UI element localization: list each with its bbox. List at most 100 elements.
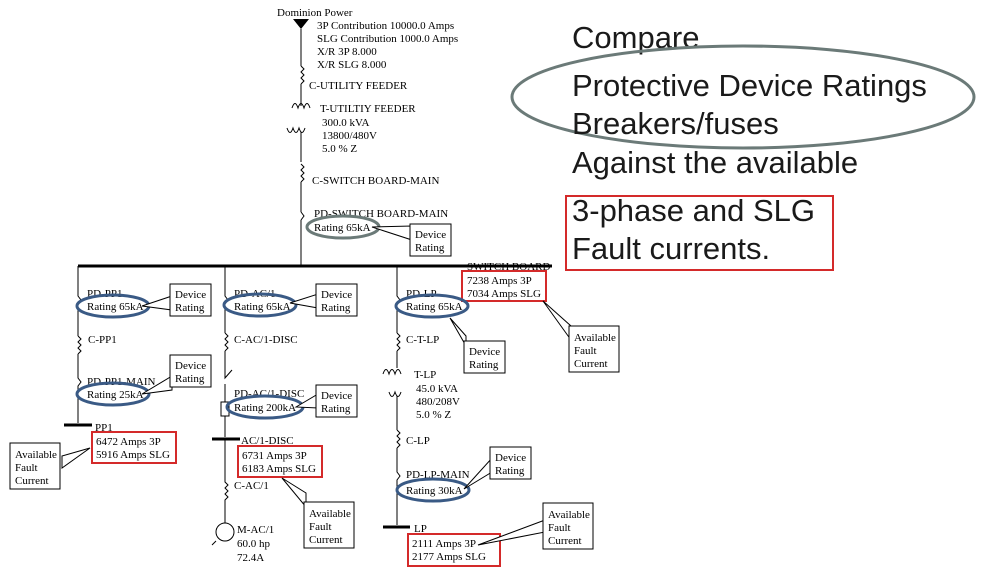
cable-swbd-label: C-SWITCH BOARD-MAIN <box>312 175 439 187</box>
callout-text: Available <box>574 332 616 344</box>
pp1-main-rating: Rating 25kA <box>87 389 144 401</box>
callout-text: Fault <box>574 345 597 357</box>
callout-text: Device <box>321 390 352 402</box>
cable-t-lp-icon <box>396 332 401 352</box>
lp-cable2-label: C-LP <box>406 435 430 447</box>
source-line-2: SLG Contribution 1000.0 Amps <box>317 33 458 45</box>
lp-pd-oval <box>394 293 470 319</box>
lp-main-rating: Rating 30kA <box>406 485 463 497</box>
transformer-utility-line-2: 13800/480V <box>322 130 377 142</box>
callout-lp-fault: Available Fault Current <box>477 502 594 550</box>
transformer-utility-icon <box>286 100 311 162</box>
text-line-1: Protective Device Ratings <box>572 68 927 103</box>
cable-lp-icon <box>396 429 401 449</box>
callout-swbd-rating: Device Rating <box>371 223 452 257</box>
motor-icon <box>215 522 235 542</box>
callout-ac1-disc-rating: Device Rating <box>294 384 358 418</box>
callout-text: Fault <box>548 522 571 534</box>
transformer-utility-line-3: 5.0 % Z <box>322 143 357 155</box>
callout-text: Device <box>175 360 206 372</box>
ac1-fault-3p: 6731 Amps 3P <box>242 450 307 462</box>
pp1-cable-label: C-PP1 <box>88 334 117 346</box>
callout-text: Rating <box>321 302 351 314</box>
callout-text: Current <box>309 534 343 546</box>
callout-ac1-fault: Available Fault Current <box>281 477 355 549</box>
transformer-lp-icon <box>382 351 402 430</box>
callout-lp-main-rating: Device Rating <box>463 446 532 490</box>
callout-swbd-fault: Available Fault Current <box>542 300 620 373</box>
transformer-utility-name: T-UTILTIY FEEDER <box>320 103 416 115</box>
swbd-fault-slg: 7034 Amps SLG <box>467 288 541 300</box>
callout-pp1-main-rating: Device Rating <box>141 354 212 395</box>
callout-text: Current <box>15 475 49 487</box>
callout-pp1-rating: Device Rating <box>141 283 212 317</box>
ac1-motor-line-1: 60.0 hp <box>237 538 271 550</box>
transformer-utility-line-1: 300.0 kVA <box>322 117 370 129</box>
callout-text: Device <box>415 229 446 241</box>
fault-currents-box <box>565 195 834 271</box>
source-line-1: 3P Contribution 10000.0 Amps <box>317 20 454 32</box>
callout-text: Fault <box>15 462 38 474</box>
pp1-fault-box <box>91 431 177 464</box>
callout-pp1-fault: Available Fault Current <box>9 442 91 490</box>
callout-text: Current <box>548 535 582 547</box>
pp1-fault-slg: 5916 Amps SLG <box>96 449 170 461</box>
text-line-4: 3-phase and SLG <box>572 193 815 228</box>
swbd-fault-3p: 7238 Amps 3P <box>467 275 532 287</box>
utility-source-icon <box>293 19 309 29</box>
lp-xfmr-line-2: 480/208V <box>416 396 460 408</box>
text-line-3: Against the available <box>572 145 858 180</box>
callout-text: Device <box>495 452 526 464</box>
ac1-cable2-label: C-AC/1 <box>234 480 269 492</box>
callout-text: Rating <box>175 302 205 314</box>
pd-swbd-rating: Rating 65kA <box>314 222 371 234</box>
ac1-disc-rating: Rating 200kA <box>234 402 296 414</box>
callout-lp-rating: Device Rating <box>449 317 506 374</box>
callout-ac1-rating: Device Rating <box>289 283 358 317</box>
ac1-cable-label: C-AC/1-DISC <box>234 334 298 346</box>
ac1-fault-slg: 6183 Amps SLG <box>242 463 316 475</box>
callout-text: Rating <box>175 373 205 385</box>
source-name: Dominion Power <box>277 7 353 19</box>
callout-text: Current <box>574 358 608 370</box>
callout-text: Available <box>548 509 590 521</box>
cable-swbd-icon <box>300 163 305 183</box>
source-line-3: X/R 3P 8.000 <box>317 46 377 58</box>
utility-source: Dominion Power 3P Contribution 10000.0 A… <box>277 7 458 71</box>
device-ratings-ellipse <box>510 44 976 150</box>
ac1-motor-name: M-AC/1 <box>237 524 274 536</box>
ac1-disc-switch-icon <box>224 351 233 402</box>
motor-ground <box>211 540 217 546</box>
lp-cable-label: C-T-LP <box>406 334 439 346</box>
pd-swbd-icon <box>300 211 305 221</box>
lp-bus-name: LP <box>414 523 427 535</box>
cable-utility-icon <box>300 65 305 85</box>
swbd-fault-box <box>461 270 547 302</box>
source-line-4: X/R SLG 8.000 <box>317 59 387 71</box>
cable-ac1-icon <box>224 439 229 523</box>
lp-pd-rating: Rating 65kA <box>406 301 463 313</box>
callout-text: Available <box>15 449 57 461</box>
ac1-motor-line-2: 72.4A <box>237 552 264 564</box>
lp-xfmr-line-3: 5.0 % Z <box>416 409 451 421</box>
lp-fault-3p: 2111 Amps 3P <box>412 538 476 550</box>
compare-heading: Compare <box>572 20 700 55</box>
lp-fault-slg: 2177 Amps SLG <box>412 551 486 563</box>
ac1-pd-rating: Rating 65kA <box>234 301 291 313</box>
callout-text: Rating <box>321 403 351 415</box>
callout-text: Device <box>321 289 352 301</box>
pp1-fault-3p: 6472 Amps 3P <box>96 436 161 448</box>
lp-fault-box <box>407 533 501 567</box>
ac1-fault-box <box>237 445 323 478</box>
callout-text: Rating <box>495 465 525 477</box>
lp-main-oval <box>395 477 471 503</box>
callout-text: Rating <box>415 242 445 254</box>
callout-text: Fault <box>309 521 332 533</box>
wire-lp-main <box>396 448 401 525</box>
callout-text: Device <box>175 289 206 301</box>
lp-xfmr-name: T-LP <box>414 369 436 381</box>
ac1-bus-name: AC/1-DISC <box>241 435 294 447</box>
text-line-5: Fault currents. <box>572 231 770 266</box>
lp-xfmr-line-1: 45.0 kVA <box>416 383 458 395</box>
